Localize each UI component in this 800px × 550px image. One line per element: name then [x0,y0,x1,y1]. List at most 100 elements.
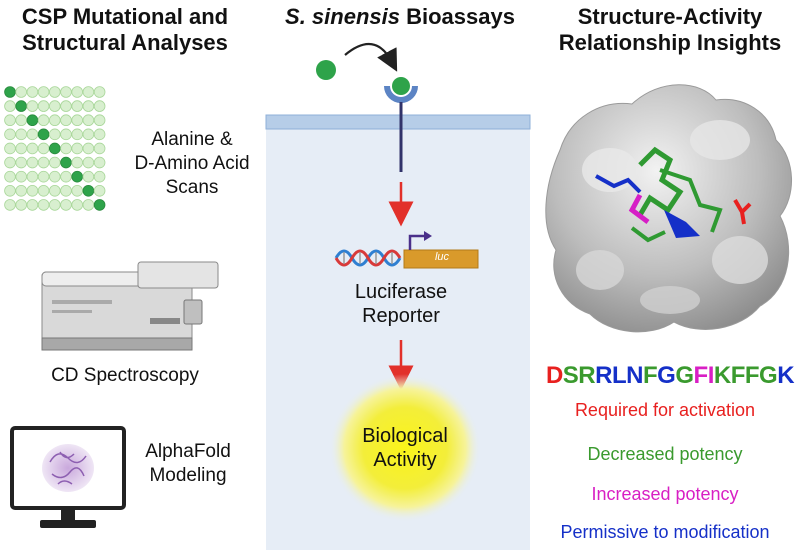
scan-dot [60,86,72,98]
scan-dot [48,170,61,183]
right-title: Structure-Activity Relationship Insights [540,4,800,56]
scan-dot [93,114,106,127]
scan-dot [4,156,16,169]
scan-dot [4,100,16,112]
scan-label-line1: Alanine & [151,129,233,150]
scan-dot-highlight [82,184,95,197]
scan-dot [60,142,72,155]
scan-dot [82,170,95,183]
scan-dot [15,156,28,169]
scan-dot [48,86,61,98]
scan-dot [4,199,16,211]
scan-dot [71,128,83,141]
sequence-residue: R [578,362,596,389]
scan-dot [4,142,16,155]
legend-decreased: Decreased potency [587,444,743,464]
scan-dot [60,114,72,127]
sequence-residue: K [713,362,731,389]
scan-dot [60,199,72,211]
scan-dot-highlight [15,100,28,112]
reporter-label: Luciferase Reporter [326,280,476,328]
scan-dot [26,184,39,197]
right-title-line2: Relationship Insights [558,30,782,55]
scan-dot [26,199,39,211]
scan-dot [60,128,72,141]
scan-dot [37,184,50,197]
sequence-residue: G [657,362,676,389]
scan-dot [15,114,28,127]
binding-arrow [344,42,398,72]
scan-dot-highlight [93,199,106,211]
scan-dot [93,86,106,98]
sequence-residue: L [611,362,627,389]
scan-dot [82,156,95,169]
scan-dot [15,184,28,197]
scan-dot-highlight [71,170,83,183]
activity-glow [329,374,481,522]
scan-dot [60,100,72,112]
scan-dot-highlight [48,142,61,155]
scan-dot [82,100,95,112]
scan-dot-highlight [4,86,16,98]
scan-dot [26,128,39,141]
sequence-residue: F [693,362,709,389]
scan-dot-highlight [37,128,50,141]
scan-dot [48,128,61,141]
cd-label: CD Spectroscopy [51,365,199,386]
sequence-residue: D [545,362,563,389]
peptide-sequence: DSRRLNFGGFIKFFGK [540,362,800,390]
left-title-line2: Structural Analyses [22,30,228,55]
scan-dot [37,86,50,98]
scan-dot [71,100,83,112]
scan-dot [93,184,106,197]
scan-dot [37,170,50,183]
scan-dot [15,170,28,183]
scan-dot [26,142,39,155]
sequence-residue: K [777,362,795,389]
scan-dot [71,199,83,211]
legend-increased: Increased potency [591,484,739,504]
left-title-line1: CSP Mutational and [21,4,229,29]
scan-dot [4,128,16,141]
scan-dot [82,142,95,155]
scan-dot [60,170,72,183]
scan-grid [4,86,106,211]
receptor [384,77,418,172]
scan-dot [60,184,72,197]
right-title-line1: Structure-Activity [577,4,763,29]
sequence-residue: F [730,362,746,389]
scan-dot [15,199,28,211]
luc-tag: luc [434,251,450,263]
sequence-residue: G [675,362,694,389]
scan-dot [4,170,16,183]
scan-dot [37,114,50,127]
scan-dot [37,100,50,112]
reporter-label-line1: Luciferase [354,281,448,303]
scan-dot [37,156,50,169]
scan-dot [71,156,83,169]
activity-label-line1: Biological [362,425,448,447]
scan-dot [71,184,83,197]
scan-label-line2: D-Amino Acid [134,153,250,174]
sequence-residue: N [626,362,643,389]
scan-dot [48,114,61,127]
sequence-residue: S [562,362,579,389]
monitor-icon [10,426,126,528]
activity-label-line2: Activity [373,449,437,471]
scan-dot [48,100,61,112]
legend-required: Required for activation [574,400,756,420]
scan-dot [71,86,83,98]
sequence-residue: R [595,362,612,389]
scan-dot [71,142,83,155]
cd-spectrometer-icon [41,261,219,351]
sequence-residue: G [759,362,778,389]
scan-dot [82,199,95,211]
scan-dot [93,128,106,141]
scan-dot [82,128,95,141]
middle-title-rest: Bioassays [399,4,515,29]
scan-dot [15,86,28,98]
dna-helix [334,249,402,267]
scan-dot [4,114,16,127]
scan-dot [82,86,95,98]
